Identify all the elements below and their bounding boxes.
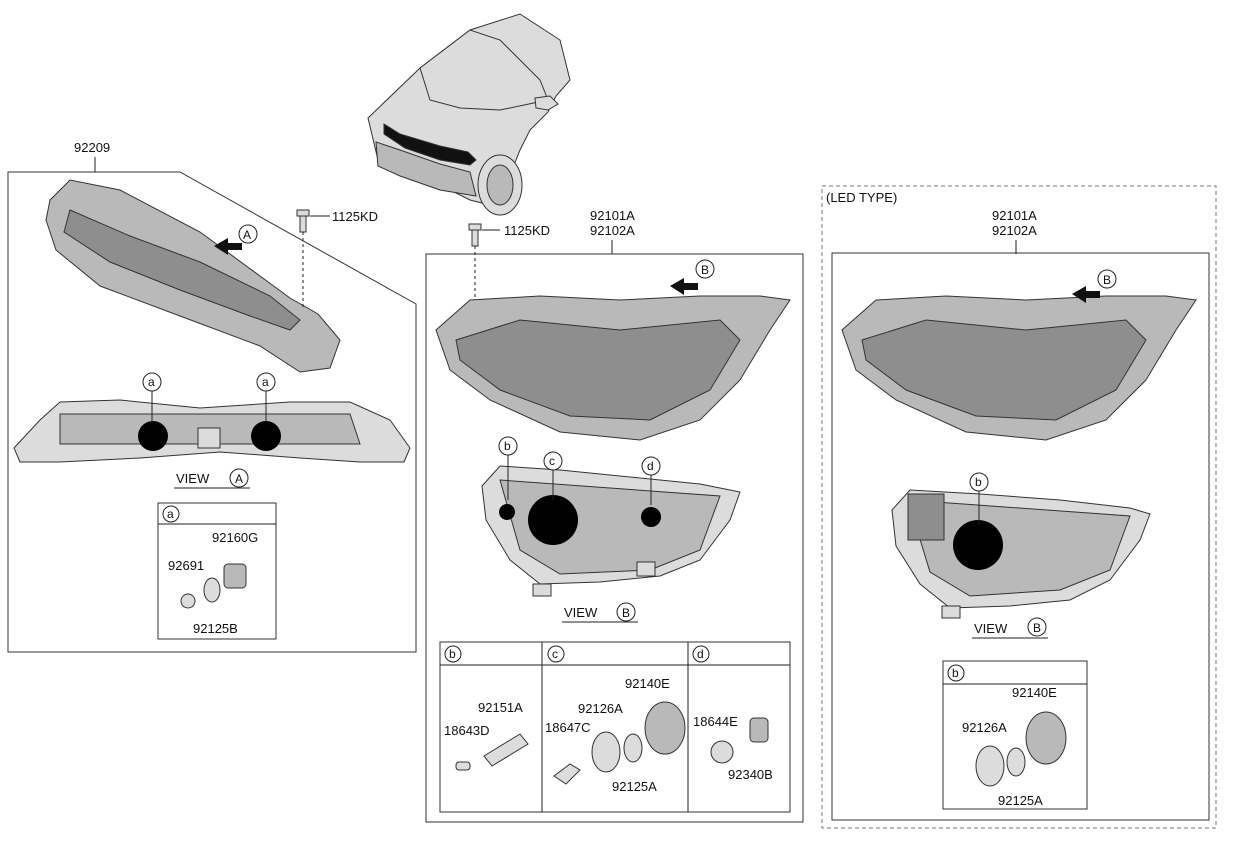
bulb-socket-icon <box>223 563 247 589</box>
part-number-18644e: 18644E <box>693 714 738 729</box>
bulb-icon <box>180 593 196 609</box>
dust-cap-icon <box>1025 711 1067 765</box>
bulb-icon <box>553 763 581 785</box>
headlamp-lens <box>455 319 741 421</box>
view-letter-circle <box>229 468 249 488</box>
detail-d-header-circle <box>692 645 710 663</box>
led-headlamp-rear-housing <box>907 499 1131 597</box>
detail-a-header: a <box>167 507 174 521</box>
detail-a-header-circle <box>162 505 180 523</box>
socket-a-right <box>251 421 281 451</box>
rear-mount-tab <box>941 605 961 619</box>
part-number-18647c: 18647C <box>545 720 591 735</box>
bolt-label: 1125KD <box>332 209 378 224</box>
callout-letter: b <box>975 475 982 489</box>
detail-box-a <box>157 502 277 640</box>
led-type-title: (LED TYPE) <box>826 190 897 205</box>
part-number-92160g: 92160G <box>212 530 258 545</box>
view-letter-circle <box>616 602 636 622</box>
view-letter: B <box>622 606 630 620</box>
socket-b-led <box>953 520 1003 570</box>
led-type-frame <box>821 185 1217 829</box>
rear-mount-tab <box>532 583 552 597</box>
view-marker-circle <box>1097 269 1117 289</box>
detail-c-header-circle <box>547 645 565 663</box>
group-right-led-headlamp: (LED TYPE) 92101A 92102A B b VIEW B b 92… <box>821 185 1217 829</box>
vehicle-front-illustration <box>367 13 571 216</box>
part-number-92151a: 92151A <box>478 700 523 715</box>
detail-b-header: b <box>952 666 959 680</box>
view-b-arrow <box>670 278 698 295</box>
retainer-ring-icon <box>591 731 621 773</box>
detail-c-header: c <box>552 647 558 661</box>
drl-connector <box>197 427 221 449</box>
socket-c <box>528 495 578 545</box>
led-headlamp-lens <box>861 319 1147 421</box>
callout-letter: b <box>504 439 511 453</box>
part-number-92126a: 92126A <box>962 720 1007 735</box>
view-label: VIEW <box>974 621 1008 636</box>
view-letter: A <box>235 472 243 486</box>
bulb-holder-icon <box>483 733 529 767</box>
group-left-frame <box>7 171 417 653</box>
view-letter: B <box>1033 621 1041 635</box>
rear-mount-tab <box>636 561 656 577</box>
bolt-1125kd-left <box>296 209 310 308</box>
group-right-frame <box>831 252 1210 821</box>
view-marker-circle <box>695 259 715 279</box>
socket-b <box>499 504 515 520</box>
view-label: VIEW <box>176 471 210 486</box>
callout-letter: a <box>148 375 155 389</box>
small-bulb-icon <box>455 761 471 771</box>
view-marker-letter: B <box>701 263 709 277</box>
drl-lens <box>63 209 301 331</box>
part-number-92140e: 92140E <box>625 676 670 691</box>
group-middle-frame <box>425 253 804 823</box>
socket-d <box>641 507 661 527</box>
gasket-icon <box>1006 747 1026 777</box>
part-number-92102a: 92102A <box>992 223 1037 238</box>
detail-b-header-circle <box>947 664 965 682</box>
part-number-92125b: 92125B <box>193 621 238 636</box>
bolt-label: 1125KD <box>504 223 550 238</box>
part-number-92126a: 92126A <box>578 701 623 716</box>
callout-letter: d <box>647 459 654 473</box>
socket-icon <box>749 717 769 743</box>
group-middle-headlamp: 92101A 92102A 1125KD B b c d <box>425 208 804 823</box>
dust-cap-icon <box>644 701 686 755</box>
part-number-92691: 92691 <box>168 558 204 573</box>
view-a-arrow <box>214 238 242 255</box>
part-number-92102a: 92102A <box>590 223 635 238</box>
part-number-92209: 92209 <box>74 140 110 155</box>
bulb-icon <box>710 740 734 764</box>
detail-table-bcd <box>439 641 791 813</box>
detail-b-header-circle <box>444 645 462 663</box>
part-number-92125a: 92125A <box>612 779 657 794</box>
detail-d-header: d <box>697 647 704 661</box>
part-number-92140e: 92140E <box>1012 685 1057 700</box>
callout-letter: a <box>262 375 269 389</box>
bolt-1125kd-mid <box>468 223 482 298</box>
detail-box-b-led <box>942 660 1088 810</box>
detail-b-header: b <box>449 647 456 661</box>
gasket-icon <box>623 733 643 763</box>
part-number-18643d: 18643D <box>444 723 490 738</box>
view-marker-circle <box>238 224 258 244</box>
part-number-92340b: 92340B <box>728 767 773 782</box>
led-heatsink <box>907 493 945 541</box>
view-marker-letter: B <box>1103 273 1111 287</box>
gasket-icon <box>203 577 221 603</box>
socket-a-left <box>138 421 168 451</box>
view-marker-letter: A <box>243 228 251 242</box>
callout-letter: c <box>549 454 555 468</box>
retainer-ring-icon <box>975 745 1005 787</box>
view-label: VIEW <box>564 605 598 620</box>
part-number-92101a: 92101A <box>590 208 635 223</box>
group-left-daytime-lamp: 92209 1125KD A a a VIEW A <box>7 140 417 653</box>
view-letter-circle <box>1027 617 1047 637</box>
part-number-92101a: 92101A <box>992 208 1037 223</box>
view-b-arrow <box>1072 286 1100 303</box>
part-number-92125a: 92125A <box>998 793 1043 808</box>
